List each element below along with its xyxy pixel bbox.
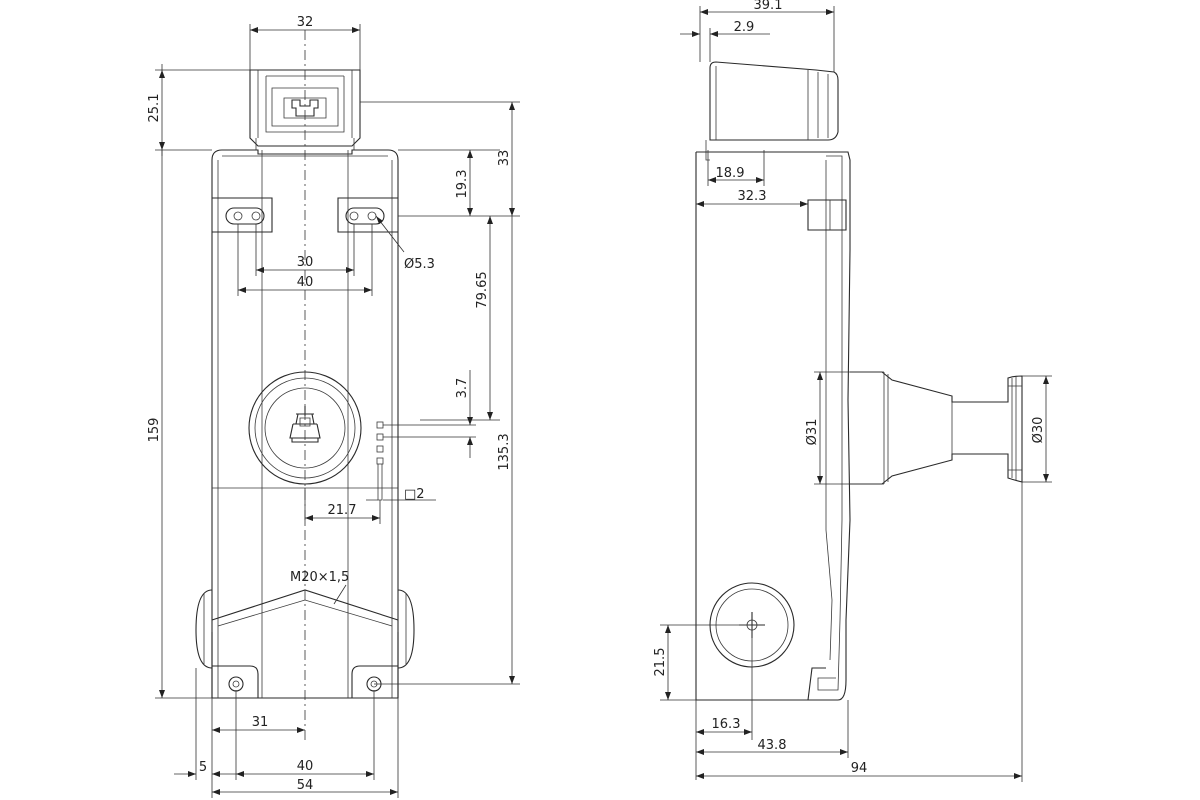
- dim-32-3: 32.3: [738, 189, 767, 204]
- side-view: 39.1 2.9 18.9 32.3 Ø31 Ø30 21.5: [653, 0, 1052, 782]
- front-view: 32 25.1 159 33 19.3 Ø5.3 30: [147, 15, 520, 798]
- dim-16-3: 16.3: [712, 717, 741, 732]
- dim-2-9: 2.9: [734, 20, 755, 35]
- dim-32: 32: [297, 15, 314, 30]
- dim-25-1: 25.1: [147, 94, 162, 123]
- dim-135-3: 135.3: [497, 433, 512, 470]
- dim-33: 33: [497, 150, 512, 167]
- slot-hole-right: [345, 207, 385, 225]
- dim-21-7: 21.7: [328, 503, 357, 518]
- release-knob-side: [850, 371, 1023, 485]
- dim-led-size: □2: [404, 487, 425, 502]
- dim-19-3: 19.3: [455, 170, 470, 199]
- slot-hole-left: [225, 207, 265, 225]
- dim-39-1: 39.1: [754, 0, 783, 13]
- thread-label: M20×1,5: [290, 570, 349, 585]
- dim-21-5: 21.5: [653, 648, 668, 677]
- dim-30: 30: [297, 255, 314, 270]
- dim-43-8: 43.8: [758, 738, 787, 753]
- housing-side: [695, 151, 851, 701]
- dim-cap-diameter: Ø30: [1031, 417, 1046, 444]
- dim-40-top: 40: [297, 275, 314, 290]
- dim-31: 31: [252, 715, 269, 730]
- dim-40-bottom: 40: [297, 759, 314, 774]
- dim-79-65: 79.65: [475, 271, 490, 308]
- dim-knob-diameter: Ø31: [805, 419, 820, 446]
- dim-94: 94: [851, 761, 868, 776]
- front-dimensions: 32 25.1 159 33 19.3 Ø5.3 30: [147, 15, 520, 798]
- housing-body: [211, 149, 399, 699]
- dim-hole-diameter: Ø5.3: [404, 257, 435, 272]
- dim-5: 5: [199, 760, 207, 775]
- release-knob-front: [248, 371, 362, 485]
- dim-18-9: 18.9: [716, 166, 745, 181]
- actuator-head-side: [696, 61, 839, 161]
- dim-159: 159: [147, 418, 162, 443]
- dim-54: 54: [297, 778, 314, 793]
- side-dimensions: 39.1 2.9 18.9 32.3 Ø31 Ø30 21.5: [653, 0, 1052, 782]
- dim-3-7: 3.7: [455, 378, 470, 399]
